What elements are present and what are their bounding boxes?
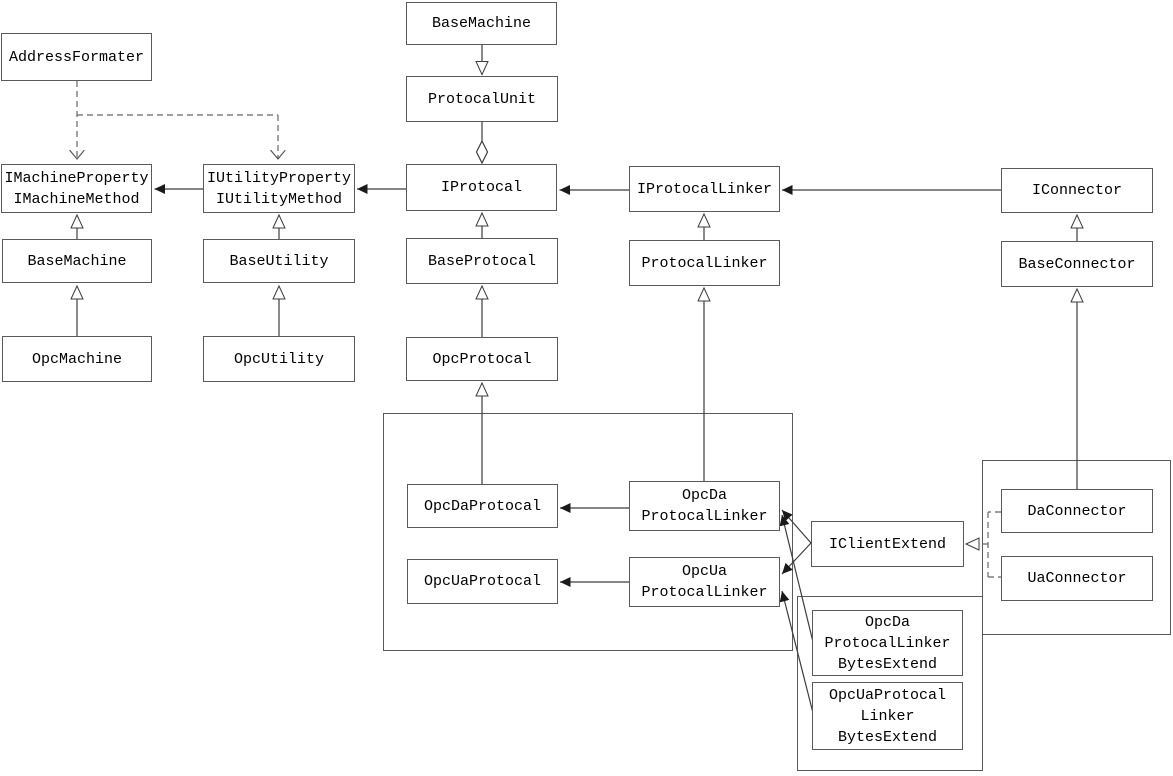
node-label-line1: OpcDa [681, 487, 727, 504]
node-label: ProtocalLinker [641, 254, 768, 272]
node-label-line1: OpcUaProtocal [828, 686, 947, 704]
node-basemachine-top: BaseMachine [406, 2, 557, 45]
solid-connectors [77, 45, 1077, 714]
node-label-line1: OpcDa [864, 613, 910, 631]
node-label-line2: IMachineMethod [13, 190, 140, 208]
dashed-connectors [77, 81, 1001, 578]
node-label-line2: IUtilityMethod [215, 190, 343, 208]
node-protocalunit: ProtocalUnit [406, 76, 558, 122]
node-opcutility: OpcUtility [203, 336, 355, 382]
node-label-line2: ProtocalLinker [641, 584, 768, 601]
node-basemachine-left: BaseMachine [2, 239, 152, 283]
node-label: OpcDaProtocal [423, 497, 542, 515]
node-label: ProtocalUnit [427, 90, 537, 108]
node-label-line2: ProtocalLinker [641, 508, 768, 525]
node-label-line3: BytesExtend [837, 728, 938, 746]
node-label-line1: OpcUa [681, 563, 727, 580]
node-opcuaprotocal: OpcUaProtocal [407, 559, 558, 604]
node-label-line2: ProtocalLinker [824, 634, 951, 652]
node-baseprotocal: BaseProtocal [406, 238, 558, 284]
node-label-line1: IUtilityProperty [206, 169, 352, 187]
edge-opcdabe-opcdalinker [779, 514, 814, 643]
node-label: IProtocalLinker [636, 180, 773, 198]
node-baseconnector: BaseConnector [1001, 241, 1153, 287]
node-opcmachine: OpcMachine [2, 336, 152, 382]
edge-opcuabe-opcualinker [779, 590, 814, 714]
node-opcua-protocallinker-bytesextend: OpcUaProtocal Linker BytesExtend [812, 682, 963, 750]
node-label-line1: IMachineProperty [4, 169, 149, 187]
node-label: BaseMachine [27, 252, 127, 270]
node-opcprotocal: OpcProtocal [406, 337, 558, 381]
node-label-line3: BytesExtend [837, 655, 938, 673]
node-label: IProtocal [440, 179, 522, 196]
aggregation-diamond [475, 139, 489, 165]
node-label: OpcMachine [31, 350, 122, 368]
node-label: UaConnector [1027, 570, 1127, 587]
node-label: OpcUtility [233, 350, 324, 368]
node-label: IClientExtend [828, 535, 947, 553]
node-label: BaseConnector [1018, 255, 1136, 273]
node-daconnector: DaConnector [1001, 489, 1153, 533]
node-opcua-protocallinker: OpcUa ProtocalLinker [629, 557, 780, 607]
node-addressformater: AddressFormater [1, 33, 152, 81]
node-iutility: IUtilityProperty IUtilityMethod [203, 164, 355, 213]
node-iclientextend: IClientExtend [811, 521, 964, 567]
node-label: OpcUaProtocal [423, 573, 542, 590]
node-label-line2: Linker [860, 707, 915, 725]
node-iprotocallinker: IProtocalLinker [629, 166, 780, 212]
node-imachine: IMachineProperty IMachineMethod [1, 164, 152, 213]
node-label: IConnector [1031, 182, 1122, 199]
edge-iclientextend-opcualinker [781, 542, 812, 575]
node-label: OpcProtocal [432, 350, 532, 368]
node-label: BaseProtocal [427, 252, 537, 270]
node-opcda-protocallinker-bytesextend: OpcDa ProtocalLinker BytesExtend [812, 610, 963, 676]
node-baseutility: BaseUtility [203, 239, 355, 283]
node-label: BaseMachine [431, 15, 532, 32]
edge-iclientextend-opcdalinker [781, 509, 812, 544]
node-opcda-protocallinker: OpcDa ProtocalLinker [629, 481, 780, 531]
node-iconnector: IConnector [1001, 168, 1153, 213]
node-iprotocal: IProtocal [406, 164, 557, 211]
node-protocallinker: ProtocalLinker [629, 240, 780, 286]
node-uaconnector: UaConnector [1001, 556, 1153, 601]
node-label: BaseUtility [229, 252, 329, 270]
container-opc-protocal-group [383, 413, 793, 651]
node-opcdaprotocal: OpcDaProtocal [407, 484, 558, 528]
node-label: DaConnector [1027, 502, 1127, 520]
container-bytesextend-group [797, 596, 983, 771]
node-label: AddressFormater [8, 48, 145, 66]
